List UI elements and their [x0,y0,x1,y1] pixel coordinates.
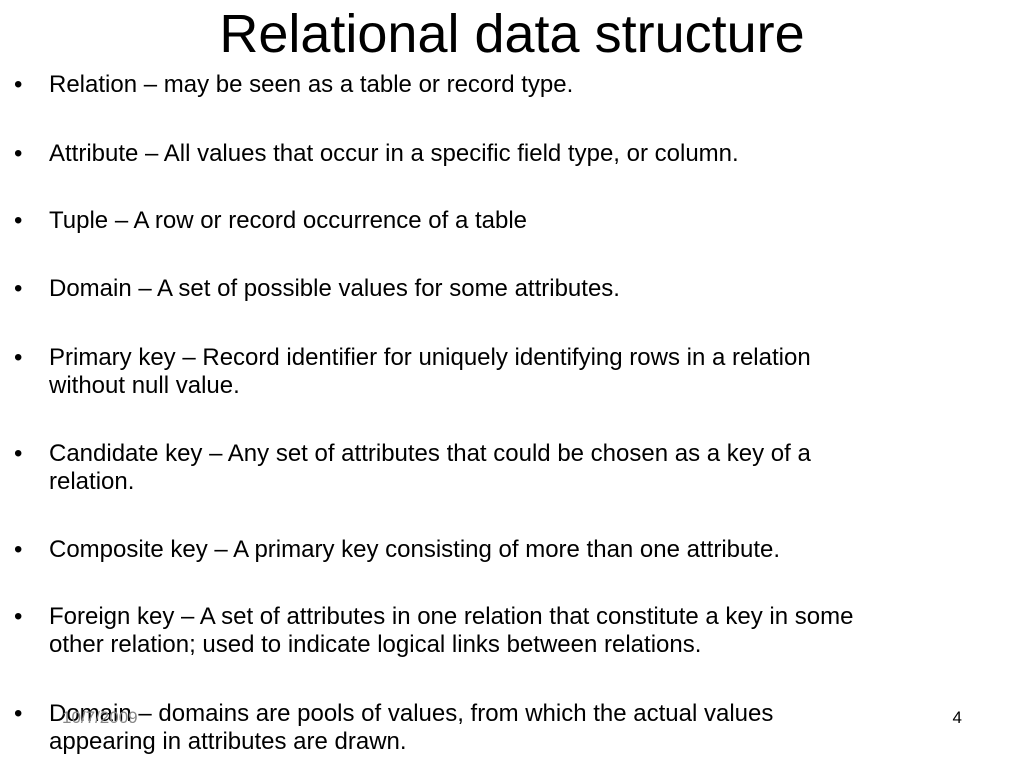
slide-number: 4 [952,708,962,727]
footer-date: 10/7/2009 [62,708,138,727]
bullet-line: Attribute – All values that occur in a s… [49,140,739,167]
bullet-dot: • [14,71,23,98]
bullet-line: Relation – may be seen as a table or rec… [49,71,574,98]
bullet-text: Attribute – All values that occur in a s… [49,140,1014,168]
bullet-line: Tuple – A row or record occurrence of a … [49,207,528,234]
bullet-text: Candidate key – Any set of attributes th… [49,440,1014,496]
bullet-text: Primary key – Record identifier for uniq… [49,344,1014,400]
bullet-line: Foreign key – A set of attributes in one… [49,603,854,630]
bullet-text: Foreign key – A set of attributes in one… [49,603,1014,659]
bullet-text: Composite key – A primary key consisting… [49,536,1014,564]
bullet-line: Composite key – A primary key consisting… [49,536,781,563]
bullet-line: Primary key – Record identifier for uniq… [49,344,811,371]
slide-title: Relational data structure [219,4,805,64]
bullet-text: Tuple – A row or record occurrence of a … [49,207,1014,235]
bullet-line: appearing in attributes are drawn. [49,728,407,755]
bullet-line: other relation; used to indicate logical… [49,631,702,658]
bullet-line: Domain – A set of possible values for so… [49,275,620,302]
bullet-dot: • [14,344,23,371]
bullet-dot: • [14,275,23,302]
bullet-text: Relation – may be seen as a table or rec… [49,71,1014,99]
bullet-dot: • [14,700,23,727]
bullet-line: Candidate key – Any set of attributes th… [49,440,811,467]
bullet-dot: • [14,603,23,630]
bullet-dot: • [14,207,23,234]
bullet-dot: • [14,536,23,563]
bullet-line: without null value. [49,372,240,399]
bullet-line: relation. [49,468,135,495]
bullet-text: Domain – A set of possible values for so… [49,275,1014,303]
bullet-line: Domain – domains are pools of values, fr… [49,700,774,727]
bullet-dot: • [14,140,23,167]
bullet-dot: • [14,440,23,467]
bullet-text: Domain – domains are pools of values, fr… [49,700,1014,756]
